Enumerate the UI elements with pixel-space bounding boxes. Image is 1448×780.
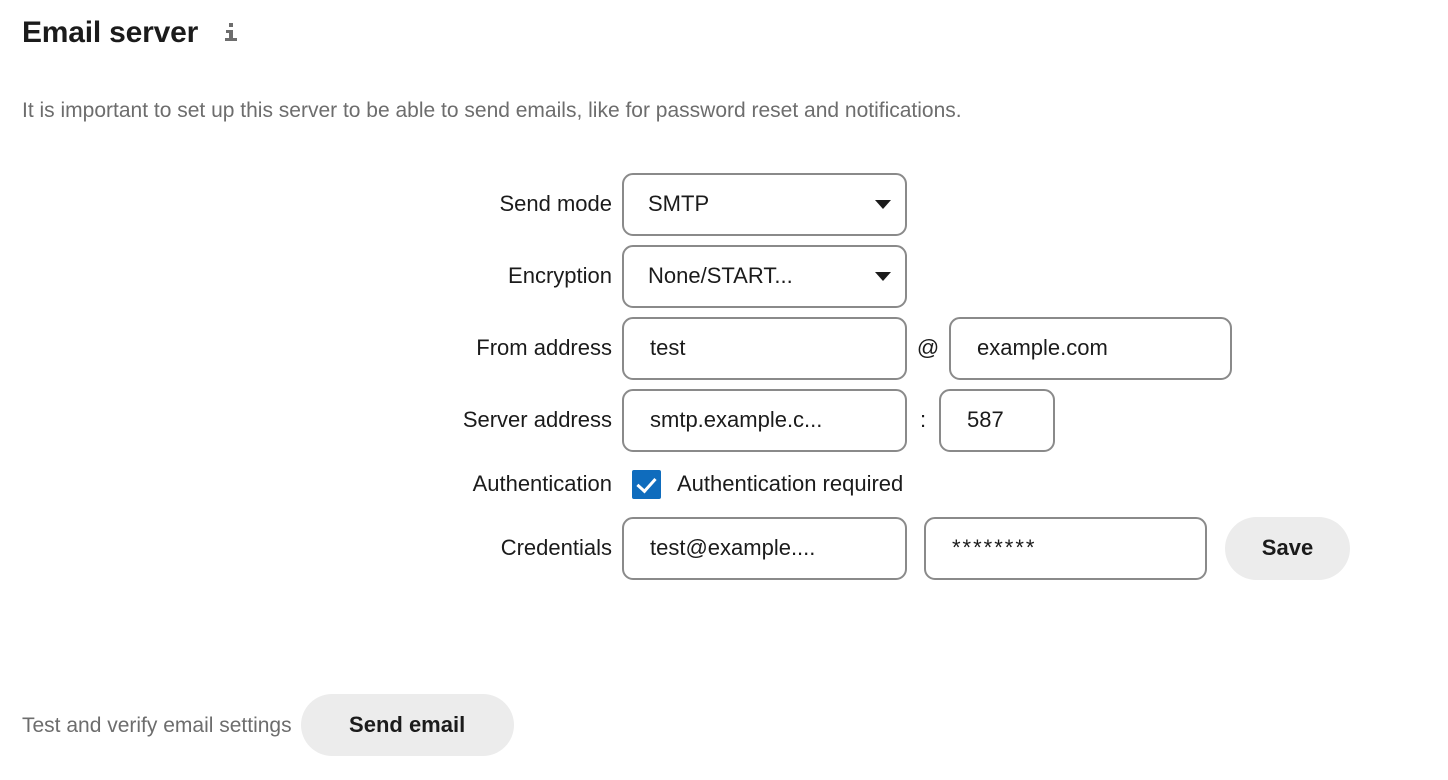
info-icon[interactable] (224, 22, 240, 44)
label-credentials: Credentials (500, 535, 612, 560)
authentication-checkbox-wrap[interactable]: Authentication required (622, 469, 904, 499)
from-address-domain-input[interactable]: example.com (949, 316, 1232, 380)
send-email-button[interactable]: Send email (300, 694, 514, 756)
email-server-form: Send mode SMTP Encryption None/START... … (0, 168, 1448, 584)
label-send-mode: Send mode (499, 191, 612, 216)
form-row-authentication: Authentication Authentication required (0, 456, 1448, 512)
info-icon-serif-top (226, 30, 230, 33)
authentication-required-label[interactable]: Authentication required (677, 471, 904, 496)
footer-test-section: Test and verify email settings Send emai… (22, 694, 514, 756)
chevron-down-icon (875, 199, 891, 209)
send-mode-select[interactable]: SMTP (622, 172, 907, 236)
page-description: It is important to set up this server to… (22, 99, 962, 122)
colon-separator: : (919, 407, 927, 432)
page-title: Email server (22, 16, 199, 49)
save-button[interactable]: Save (1225, 516, 1350, 580)
info-icon-dot (229, 23, 234, 27)
test-email-label: Test and verify email settings (22, 713, 292, 737)
form-row-from-address: From address test @ example.com (0, 312, 1448, 384)
server-host-input[interactable]: smtp.example.c... (622, 388, 907, 452)
encryption-select[interactable]: None/START... (622, 244, 907, 308)
form-row-send-mode: Send mode SMTP (0, 168, 1448, 240)
chevron-down-icon (875, 271, 891, 281)
from-address-local-input[interactable]: test (622, 316, 907, 380)
send-mode-value: SMTP (648, 191, 710, 216)
label-encryption: Encryption (508, 263, 612, 288)
label-from-address: From address (476, 335, 612, 360)
encryption-value: None/START... (648, 263, 793, 288)
credentials-username-input[interactable]: test@example.... (622, 516, 907, 580)
label-authentication: Authentication (472, 471, 612, 496)
form-row-encryption: Encryption None/START... (0, 240, 1448, 312)
form-row-credentials: Credentials test@example.... ******** Sa… (0, 512, 1448, 584)
page-header: Email server (22, 18, 240, 48)
server-port-input[interactable]: 587 (939, 388, 1055, 452)
info-icon-serif-bottom (225, 38, 238, 41)
credentials-password-value: ******** (952, 535, 1037, 560)
form-row-server-address: Server address smtp.example.c... : 587 (0, 384, 1448, 456)
credentials-password-input[interactable]: ******** (924, 516, 1207, 580)
label-server-address: Server address (462, 407, 612, 432)
info-icon-stem (229, 30, 234, 41)
at-separator: @ (916, 335, 940, 360)
authentication-required-checkbox[interactable] (632, 469, 661, 499)
